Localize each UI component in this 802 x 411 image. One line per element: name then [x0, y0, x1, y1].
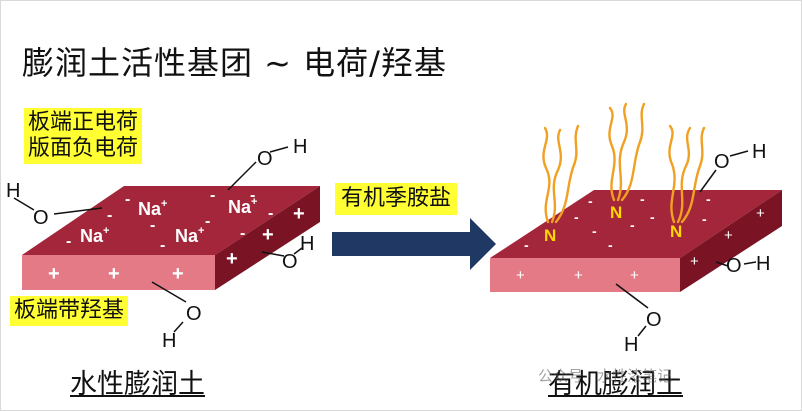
negative-charge: - — [107, 207, 112, 224]
negative-charge: - — [524, 237, 529, 253]
positive-charge: + — [108, 263, 120, 285]
hydroxyl-hydrogen: H — [756, 253, 770, 275]
negative-charge: - — [608, 237, 613, 253]
negative-charge: - — [205, 213, 210, 230]
hydroxyl-oxygen: O — [646, 309, 662, 331]
left-slab-front — [22, 255, 215, 290]
positive-charge: + — [293, 203, 305, 225]
hydroxyl-oxygen: O — [257, 148, 273, 170]
positive-charge: + — [262, 224, 274, 246]
edge-hydroxyl-label: 板端带羟基 — [10, 296, 129, 326]
water-bentonite-slab — [22, 186, 320, 290]
na-ion: Na+ — [228, 196, 257, 217]
edge-positive-label: 板端正电荷 — [28, 110, 139, 135]
hydroxyl-oxygen: O — [714, 151, 730, 173]
hydroxyl-oxygen: O — [186, 303, 202, 325]
negative-charge: - — [640, 191, 645, 207]
positive-charge: + — [630, 267, 639, 284]
hydroxyl-hydrogen: H — [300, 233, 314, 255]
hydroxyl-oxygen: O — [33, 207, 49, 229]
hydroxyl-hydrogen: H — [162, 330, 176, 352]
alkyl-chains — [542, 102, 706, 224]
positive-charge: + — [574, 267, 583, 284]
right-slab-front — [490, 258, 680, 292]
negative-charge: - — [125, 191, 130, 208]
water-bentonite-caption: 水性膨润土 — [70, 369, 205, 400]
positive-charge: + — [756, 205, 765, 222]
edge-face-charge-label: 板端正电荷 版面负电荷 — [24, 108, 143, 164]
na-ion: Na+ — [175, 225, 204, 246]
hydroxyl-hydrogen: H — [293, 136, 307, 158]
negative-charge: - — [66, 233, 71, 250]
negative-charge: - — [160, 237, 165, 254]
watermark: 公众号 · 水性漆笔记 — [538, 367, 673, 385]
arrow-reagent-label: 有机季胺盐 — [335, 183, 458, 215]
positive-charge: + — [724, 227, 733, 244]
negative-charge: - — [268, 205, 273, 222]
negative-charge: - — [706, 191, 711, 207]
negative-charge: - — [240, 225, 245, 242]
hydroxyl-hydrogen: H — [752, 141, 766, 163]
left-slab-side — [215, 186, 320, 290]
negative-charge: - — [592, 223, 597, 239]
positive-charge: + — [172, 263, 184, 285]
negative-charge: - — [574, 209, 579, 225]
nitrogen-center: N — [610, 203, 622, 222]
right-slab-top — [490, 190, 782, 258]
hydroxyl-hydrogen: H — [624, 334, 638, 356]
face-negative-label: 版面负电荷 — [28, 136, 139, 161]
nitrogen-center: N — [670, 222, 682, 241]
organic-bentonite-slab — [490, 190, 782, 292]
hydroxyl-oxygen: O — [726, 255, 742, 277]
positive-charge: + — [48, 263, 60, 285]
negative-charge: - — [702, 211, 707, 227]
negative-charge: - — [210, 187, 215, 204]
negative-charge: - — [588, 193, 593, 209]
reaction-arrow — [332, 218, 496, 270]
left-slab-top — [22, 186, 320, 255]
right-slab-side — [680, 190, 782, 292]
hydroxyl-hydrogen: H — [6, 180, 20, 202]
na-ion: Na+ — [80, 225, 109, 246]
hydroxyl-oxygen: O — [282, 251, 298, 273]
negative-charge: - — [630, 217, 635, 233]
slide-title: 膨润土活性基团 ~ 电荷/羟基 — [22, 44, 447, 82]
positive-charge: + — [690, 253, 699, 270]
nitrogen-center: N — [544, 226, 556, 245]
positive-charge: + — [226, 248, 238, 270]
organic-bentonite-caption: 有机膨润土 — [548, 369, 683, 400]
na-ion: Na+ — [138, 198, 167, 219]
negative-charge: - — [650, 209, 655, 225]
negative-charge: - — [150, 217, 155, 234]
positive-charge: + — [516, 267, 525, 284]
negative-charge: - — [250, 187, 255, 204]
